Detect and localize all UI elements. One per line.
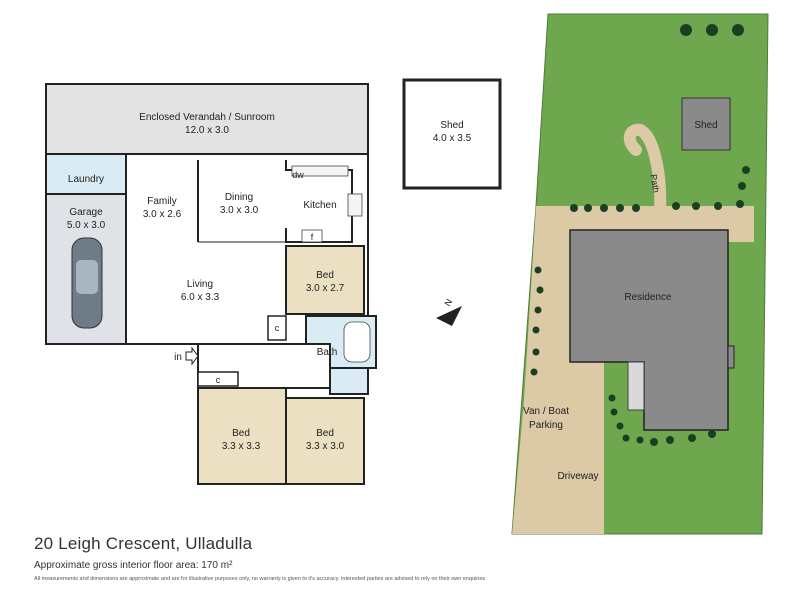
- cupboard-2: [197, 371, 239, 387]
- dishwasher-label: dw: [292, 170, 304, 180]
- bed3-room: [285, 397, 365, 485]
- residence-building: [569, 229, 729, 431]
- kitchen-stove: [347, 193, 363, 217]
- garden-path: [623, 123, 667, 218]
- garage-label: Garage: [69, 207, 103, 218]
- entry-arrow-icon: [185, 346, 199, 366]
- bathtub-icon: [343, 321, 371, 363]
- bath-label: Bath: [317, 347, 338, 358]
- path-label: Path: [648, 173, 661, 193]
- residence-label: Residence: [624, 292, 672, 303]
- bed2-label: Bed: [232, 428, 250, 439]
- bed2-room: [197, 387, 287, 485]
- shed-dims: 4.0 x 3.5: [433, 133, 472, 144]
- family-label: Family: [147, 196, 176, 207]
- verandah-room: [45, 83, 369, 155]
- shed-outline: [402, 78, 502, 190]
- cupboard-1-label: c: [275, 323, 280, 333]
- bed1-label: Bed: [316, 270, 334, 281]
- site-plan: [436, 13, 769, 535]
- floor-area-text: Approximate gross interior floor area: 1…: [34, 560, 233, 571]
- site-shed-label: Shed: [694, 120, 717, 131]
- entry-label: in: [174, 352, 182, 363]
- cupboard-1: [267, 315, 287, 341]
- kitchen-label: Kitchen: [303, 200, 336, 211]
- bed1-room: [285, 245, 365, 315]
- fridge-space: [301, 229, 323, 243]
- residence-annex: [627, 361, 645, 411]
- car-icon: [71, 237, 103, 329]
- site-shed: [681, 97, 731, 151]
- driveway-label: Driveway: [557, 471, 598, 482]
- residence-step: [727, 345, 735, 369]
- kitchen-bench: [291, 165, 349, 177]
- bed3-label: Bed: [316, 428, 334, 439]
- house-plan: [45, 83, 377, 485]
- dining-dims: 3.0 x 3.0: [220, 205, 259, 216]
- dining-label: Dining: [225, 192, 253, 203]
- north-label: N: [442, 297, 454, 308]
- bed2-dims: 3.3 x 3.3: [222, 441, 261, 452]
- verandah-label: Enclosed Verandah / Sunroom: [139, 112, 275, 123]
- shed-label: Shed: [440, 120, 463, 131]
- cupboard-2-label: c: [216, 375, 221, 385]
- disclaimer-text: All measurements and dimensions are appr…: [34, 576, 486, 582]
- north-arrow: [436, 306, 462, 326]
- verandah-dims: 12.0 x 3.0: [185, 125, 229, 136]
- living-dims: 6.0 x 3.3: [181, 292, 220, 303]
- living-label: Living: [187, 279, 213, 290]
- fridge-label: f: [311, 232, 314, 242]
- garage-dims: 5.0 x 3.0: [67, 220, 106, 231]
- bed3-dims: 3.3 x 3.0: [306, 441, 345, 452]
- van-parking-label: Van / Boat: [523, 406, 569, 417]
- family-dims: 3.0 x 2.6: [143, 209, 182, 220]
- laundry-label: Laundry: [68, 174, 104, 185]
- bed1-dims: 3.0 x 2.7: [306, 283, 345, 294]
- hedge-row: [530, 24, 750, 446]
- address-title: 20 Leigh Crescent, Ulladulla: [34, 534, 253, 553]
- wc-room: [329, 367, 369, 395]
- van-parking-label-2: Parking: [529, 420, 563, 431]
